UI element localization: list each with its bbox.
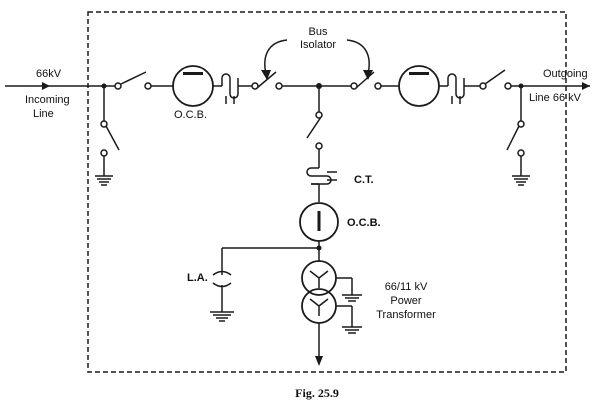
outgoing-line-label: Line 66 kV bbox=[529, 92, 582, 104]
transformer-power-label: Power bbox=[390, 295, 422, 307]
bus-isolator-left bbox=[248, 71, 319, 90]
earth-symbol-la bbox=[210, 311, 234, 322]
substation-boundary bbox=[87, 11, 567, 373]
incoming-line-isolator bbox=[114, 71, 166, 90]
transformer-name-label: Transformer bbox=[376, 309, 436, 321]
transformer-rating-label: 66/11 kV bbox=[385, 281, 428, 293]
bus-label: Bus bbox=[309, 26, 328, 38]
la-label: L.A. bbox=[187, 272, 208, 284]
transformer-feeder-isolator bbox=[306, 86, 323, 168]
lightning-arrester bbox=[212, 247, 319, 312]
incoming-voltage-label: 66kV bbox=[36, 68, 62, 80]
figure-caption: Fig. 25.9 bbox=[295, 386, 339, 400]
incoming-line-label: Incoming bbox=[25, 94, 70, 106]
ct-left-symbol bbox=[220, 73, 248, 104]
bus-isolator-arrows bbox=[261, 39, 373, 80]
ocb-left-label: O.C.B. bbox=[174, 109, 207, 121]
earth-symbol-transformer-primary bbox=[342, 294, 362, 302]
outgoing-line-isolator bbox=[474, 69, 521, 90]
ocb-left-symbol bbox=[166, 65, 220, 107]
earth-symbol-left bbox=[95, 175, 113, 186]
earth-switch-left bbox=[100, 86, 120, 176]
ocb-center-symbol bbox=[299, 202, 339, 248]
outgoing-label: Outgoing bbox=[543, 68, 588, 80]
outgoing-feeder bbox=[518, 82, 590, 90]
ocb-center-label: O.C.B. bbox=[347, 217, 381, 229]
isolator-label: Isolator bbox=[300, 39, 336, 51]
earth-symbol-right bbox=[512, 175, 530, 186]
ct-label: C.T. bbox=[354, 174, 374, 186]
ocb-right-symbol bbox=[396, 65, 448, 107]
earth-symbol-transformer-secondary bbox=[342, 326, 362, 334]
ct-center-symbol bbox=[306, 167, 337, 202]
incoming-line-label-2: Line bbox=[33, 108, 54, 120]
earth-switch-right bbox=[506, 86, 525, 176]
power-transformer bbox=[301, 248, 353, 366]
bus-isolator-right bbox=[319, 71, 396, 90]
ct-right-symbol bbox=[447, 73, 474, 104]
incoming-feeder bbox=[5, 82, 115, 90]
